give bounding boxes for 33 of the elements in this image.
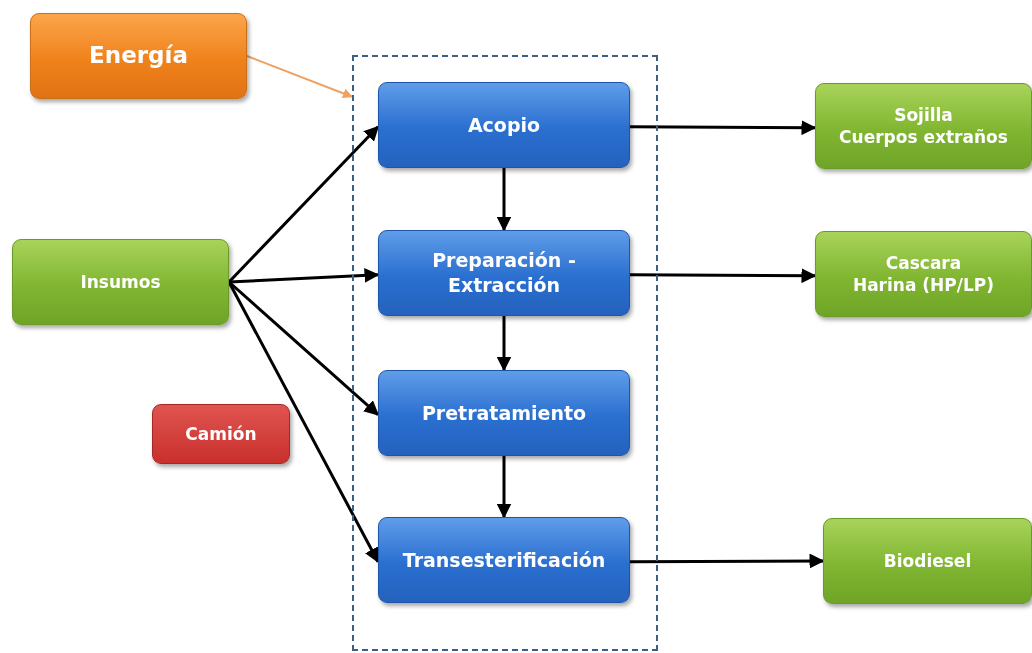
arrow bbox=[630, 120, 817, 136]
node-label: Camión bbox=[185, 422, 257, 446]
arrow bbox=[228, 267, 380, 284]
energy-box bbox=[30, 13, 247, 99]
arrow bbox=[246, 55, 353, 99]
process-box bbox=[378, 517, 630, 603]
arrow bbox=[630, 553, 825, 569]
node-label: Acopio bbox=[467, 112, 541, 138]
node-label: Preparación - Extracción bbox=[431, 248, 577, 298]
node-label: Harina (HP/LP) bbox=[852, 274, 995, 297]
arrow bbox=[496, 316, 512, 372]
dashed-process-boundary bbox=[352, 55, 658, 651]
input-output-box bbox=[815, 83, 1032, 169]
node-label: Cuerpos extraños bbox=[839, 126, 1008, 149]
node-label: Insumos bbox=[80, 270, 161, 294]
node-label: Energía bbox=[89, 41, 188, 71]
arrow bbox=[630, 268, 817, 284]
arrow bbox=[227, 281, 380, 564]
process-box bbox=[378, 82, 630, 168]
node-label: Pretratamiento bbox=[421, 400, 587, 426]
node-label: Biodiesel bbox=[883, 549, 972, 573]
node-label: Sojilla bbox=[894, 103, 953, 126]
process-box bbox=[378, 370, 630, 456]
input-output-box bbox=[815, 231, 1032, 317]
arrow bbox=[496, 456, 512, 519]
node-label: Transesterificación bbox=[402, 547, 606, 573]
input-output-box bbox=[12, 239, 229, 325]
arrow bbox=[496, 168, 512, 232]
arrow bbox=[228, 280, 380, 416]
vehicle-box bbox=[152, 404, 290, 464]
node-label: Cascara bbox=[885, 251, 962, 274]
process-box bbox=[378, 230, 630, 316]
input-output-box bbox=[823, 518, 1032, 604]
